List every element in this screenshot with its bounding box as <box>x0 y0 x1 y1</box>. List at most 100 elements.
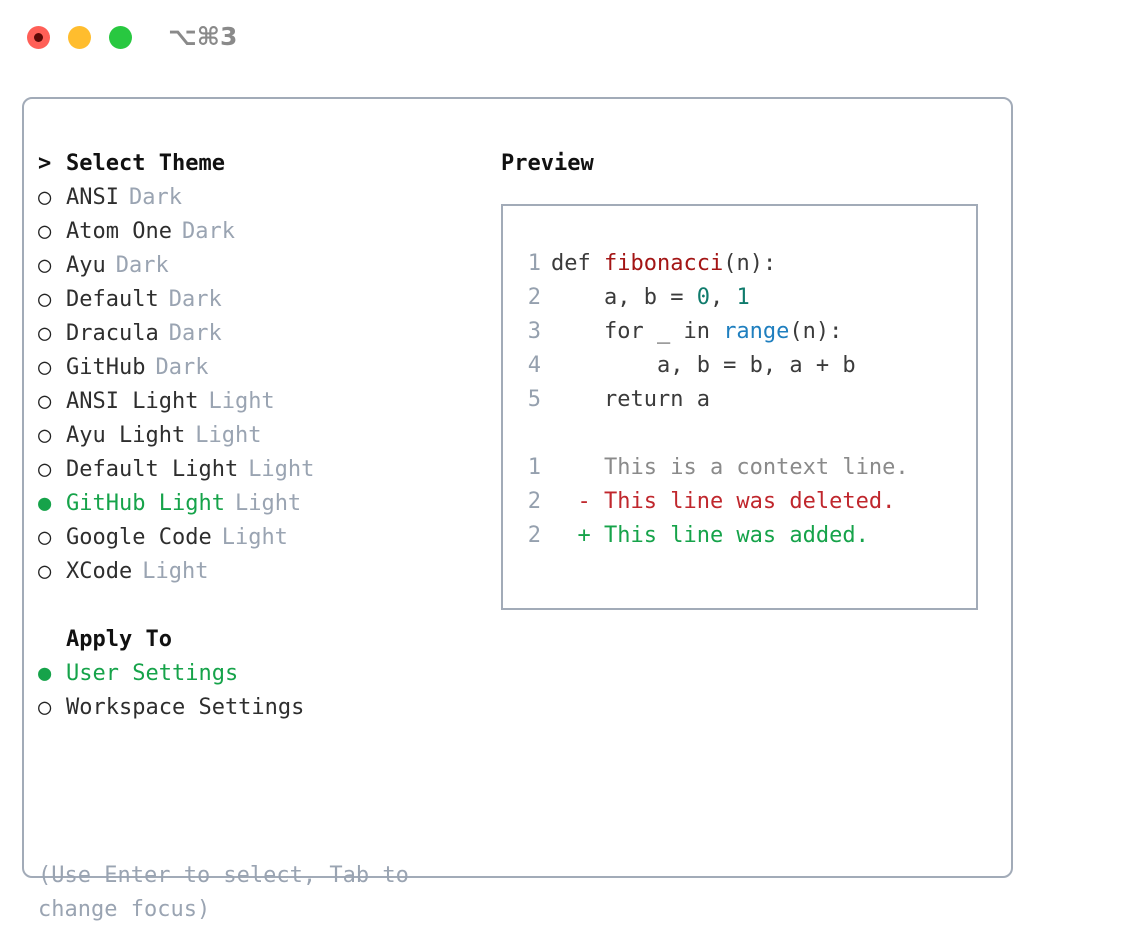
row-marker-icon: ○ <box>38 457 52 482</box>
row-label: User Settings <box>66 661 239 686</box>
row-variant-label: Light <box>195 423 262 448</box>
row-marker-icon: ○ <box>38 253 52 278</box>
row-label: Ayu Light <box>66 423 186 448</box>
code-token-plain: (n): <box>789 319 843 344</box>
row-label: Dracula <box>66 321 159 346</box>
theme-item-3[interactable]: ○ Default Dark <box>38 283 478 317</box>
row-marker-icon: > <box>38 151 52 176</box>
preview-title: Preview <box>501 151 594 176</box>
theme-item-5[interactable]: ○ GitHub Dark <box>38 351 478 385</box>
diff-line-text: + This line was added. <box>551 523 869 548</box>
window-controls <box>27 26 132 49</box>
row-marker-icon: ○ <box>38 219 52 244</box>
diff-line-text: This is a context line. <box>551 455 909 480</box>
code-line-number: 4 <box>527 353 541 378</box>
row-variant-label: Dark <box>168 321 222 346</box>
row-variant-label: Dark <box>128 185 182 210</box>
row-label: Workspace Settings <box>66 695 305 720</box>
code-token-plain: return a <box>551 387 710 412</box>
apply-to-item-0[interactable]: ● User Settings <box>38 657 478 691</box>
code-line-3: 3 for _ in range(n): <box>519 315 972 349</box>
row-marker-icon: ● <box>38 491 52 516</box>
theme-item-2[interactable]: ○ Ayu Dark <box>38 249 478 283</box>
diff-line-deleted: 2 - This line was deleted. <box>519 485 972 519</box>
row-variant-label: Dark <box>115 253 169 278</box>
row-variant-label: Dark <box>155 355 209 380</box>
code-token-num: 1 <box>736 285 750 310</box>
row-marker-icon: ○ <box>38 423 52 448</box>
theme-item-4[interactable]: ○ Dracula Dark <box>38 317 478 351</box>
row-variant-label: Light <box>221 525 288 550</box>
code-token-plain: , <box>709 285 737 310</box>
row-variant-label: Light <box>234 491 302 516</box>
minimize-button[interactable] <box>68 26 91 49</box>
row-variant-label: Light <box>142 559 209 584</box>
diff-line-context: 1 This is a context line. <box>519 451 972 485</box>
code-token-builtin: range <box>723 319 790 344</box>
code-token-plain: a, b = b, a + b <box>551 353 856 378</box>
row-marker-icon: ○ <box>38 525 52 550</box>
row-label: GitHub <box>66 355 146 380</box>
code-token-plain: def <box>551 251 604 276</box>
row-label: Google Code <box>66 525 212 550</box>
row-marker-icon: ○ <box>38 287 52 312</box>
row-marker-icon: ○ <box>38 321 52 346</box>
row-marker-icon: ○ <box>38 389 52 414</box>
row-marker-icon: ○ <box>38 559 52 584</box>
zoom-button[interactable] <box>109 26 132 49</box>
row-label: XCode <box>66 559 133 584</box>
theme-item-7[interactable]: ○ Ayu Light Light <box>38 419 478 453</box>
row-variant-label: Dark <box>168 287 222 312</box>
code-line-number: 1 <box>527 251 541 276</box>
diff-line-number: 2 <box>527 489 541 514</box>
diff-line-number: 2 <box>527 523 541 548</box>
theme-item-11[interactable]: ○ XCode Light <box>38 555 478 589</box>
code-token-plain: (n): <box>723 251 777 276</box>
row-variant-label: Light <box>208 389 275 414</box>
section-spacer <box>38 589 478 623</box>
diff-line-text: - This line was deleted. <box>551 489 896 514</box>
code-line-4: 4 a, b = b, a + b <box>519 349 972 383</box>
apply-to-header[interactable]: Apply To <box>38 623 478 657</box>
code-line-1: 1 def fibonacci(n): <box>519 247 972 281</box>
code-line-number: 2 <box>527 285 541 310</box>
row-label: Default <box>66 287 159 312</box>
diff-line-added: 2 + This line was added. <box>519 519 972 553</box>
row-marker-icon: ○ <box>38 355 52 380</box>
code-token-plain: for _ in <box>551 319 724 344</box>
theme-item-8[interactable]: ○ Default Light Light <box>38 453 478 487</box>
apply-to-item-1[interactable]: ○Workspace Settings <box>38 691 478 725</box>
row-label: ANSI <box>66 185 119 210</box>
theme-list-header[interactable]: > Select Theme <box>38 147 478 181</box>
row-label: Apply To <box>66 627 172 652</box>
theme-item-9[interactable]: ● GitHub Light Light <box>38 487 478 521</box>
row-label: Select Theme <box>66 151 225 176</box>
diff-line-number: 1 <box>527 455 541 480</box>
row-label: Atom One <box>66 219 172 244</box>
code-token-plain: a, b = <box>551 285 697 310</box>
row-label: GitHub Light <box>66 491 225 516</box>
code-token-fn: fibonacci <box>603 251 724 276</box>
code-line-2: 2 a, b = 0, 1 <box>519 281 972 315</box>
row-label: ANSI Light <box>66 389 199 414</box>
code-diff-spacer <box>519 417 972 451</box>
row-marker-icon: ● <box>38 661 52 686</box>
close-button[interactable] <box>27 26 50 49</box>
row-label: Ayu <box>66 253 106 278</box>
theme-item-10[interactable]: ○ Google Code Light <box>38 521 478 555</box>
shortcut-label: ⌥⌘3 <box>168 22 238 51</box>
code-token-num: 0 <box>696 285 710 310</box>
code-line-5: 5 return a <box>519 383 972 417</box>
row-label: Default Light <box>66 457 239 482</box>
row-variant-label: Light <box>248 457 315 482</box>
theme-item-0[interactable]: ○ ANSI Dark <box>38 181 478 215</box>
code-line-number: 5 <box>527 387 541 412</box>
theme-item-6[interactable]: ○ ANSI Light Light <box>38 385 478 419</box>
row-marker-icon: ○ <box>38 185 52 210</box>
